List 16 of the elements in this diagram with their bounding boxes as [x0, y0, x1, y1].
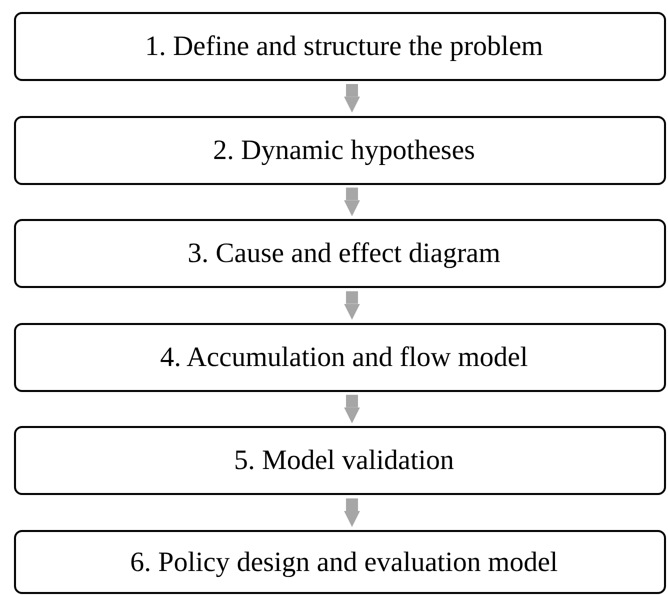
down-arrow [344, 188, 360, 216]
step-label: 3. Cause and effect diagram [186, 237, 500, 272]
process-box [14, 322, 666, 392]
process-box [14, 426, 666, 496]
step-label: 6. Policy design and evaluation model [129, 546, 558, 580]
process-box [14, 12, 666, 81]
step-label: 5. Model validation [232, 444, 454, 478]
process-box [14, 530, 666, 594]
down-arrow [344, 498, 360, 527]
down-arrow [344, 291, 360, 320]
step-label: 4. Accumulation and flow model [159, 340, 528, 375]
process-box [14, 116, 666, 185]
down-arrow [344, 84, 360, 113]
process-box [14, 219, 666, 288]
step-label: 1. Define and structure the problem [144, 30, 544, 64]
step-label: 2. Dynamic hypotheses [212, 134, 476, 168]
